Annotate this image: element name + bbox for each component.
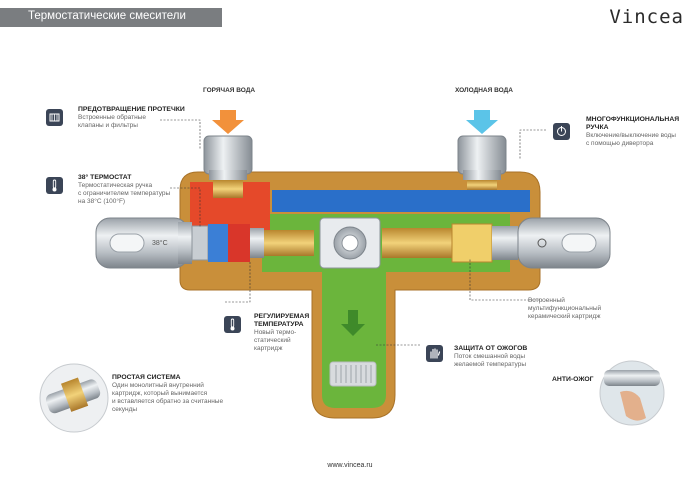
cold-water-label: ХОЛОДНАЯ ВОДА: [455, 87, 513, 94]
page-title: Термостатические смесители: [28, 10, 186, 22]
hot-water-label: ГОРЯЧАЯ ВОДА: [203, 87, 256, 94]
multifunction-handle-label: МНОГОФУНКЦИОНАЛЬНАЯ РУЧКА Включение/выкл…: [586, 116, 680, 147]
ceramic-cartridge: [382, 223, 518, 263]
thermostat-handle: [95, 217, 192, 269]
hot-arrow-icon: [212, 110, 244, 134]
temperature-icon: [224, 316, 241, 333]
leader-lines: [160, 119, 546, 346]
brand-logo: Vincea: [609, 6, 684, 28]
filter-icon: [46, 109, 63, 126]
thermostatic-cartridge: [191, 224, 314, 262]
cold-inlet: [457, 110, 507, 190]
hot-inlet: [203, 110, 253, 198]
center-valve: [319, 217, 381, 269]
regulated-temperature-label: РЕГУЛИРУЕМАЯ ТЕМПЕРАТУРА Новый термо- ст…: [254, 313, 310, 352]
leak-prevention-label: ПРЕДОТВРАЩЕНИЕ ПРОТЕЧКИ Встроенные обрат…: [78, 106, 185, 129]
simple-system-label: ПРОСТАЯ СИСТЕМА Один монолитный внутренн…: [112, 374, 224, 413]
handle-icon: [553, 123, 570, 140]
title-band: Термостатические смесители: [0, 8, 222, 27]
multifunction-handle: [517, 217, 611, 269]
outflow-arrow-icon: [341, 310, 365, 336]
anti-burn-photo: [599, 360, 665, 426]
thermometer-icon: [46, 177, 63, 194]
cartridge-label: Встроенный мультифункциональный керамиче…: [528, 297, 602, 320]
hand-icon: [426, 345, 443, 362]
footer-url: www.vincea.ru: [327, 462, 373, 469]
thermostat-label: 38° ТЕРМОСТАТ Термостатическая ручка с о…: [78, 174, 171, 205]
anti-burn-label: АНТИ-ОЖОГ: [552, 376, 594, 383]
cold-arrow-icon: [466, 110, 498, 134]
simple-system-photo: [39, 363, 109, 433]
knob-temperature: 38°C: [152, 240, 168, 247]
burn-protection-label: ЗАЩИТА ОТ ОЖОГОВ Поток смешанной воды же…: [454, 345, 528, 368]
cold-water-channel: [272, 190, 530, 212]
